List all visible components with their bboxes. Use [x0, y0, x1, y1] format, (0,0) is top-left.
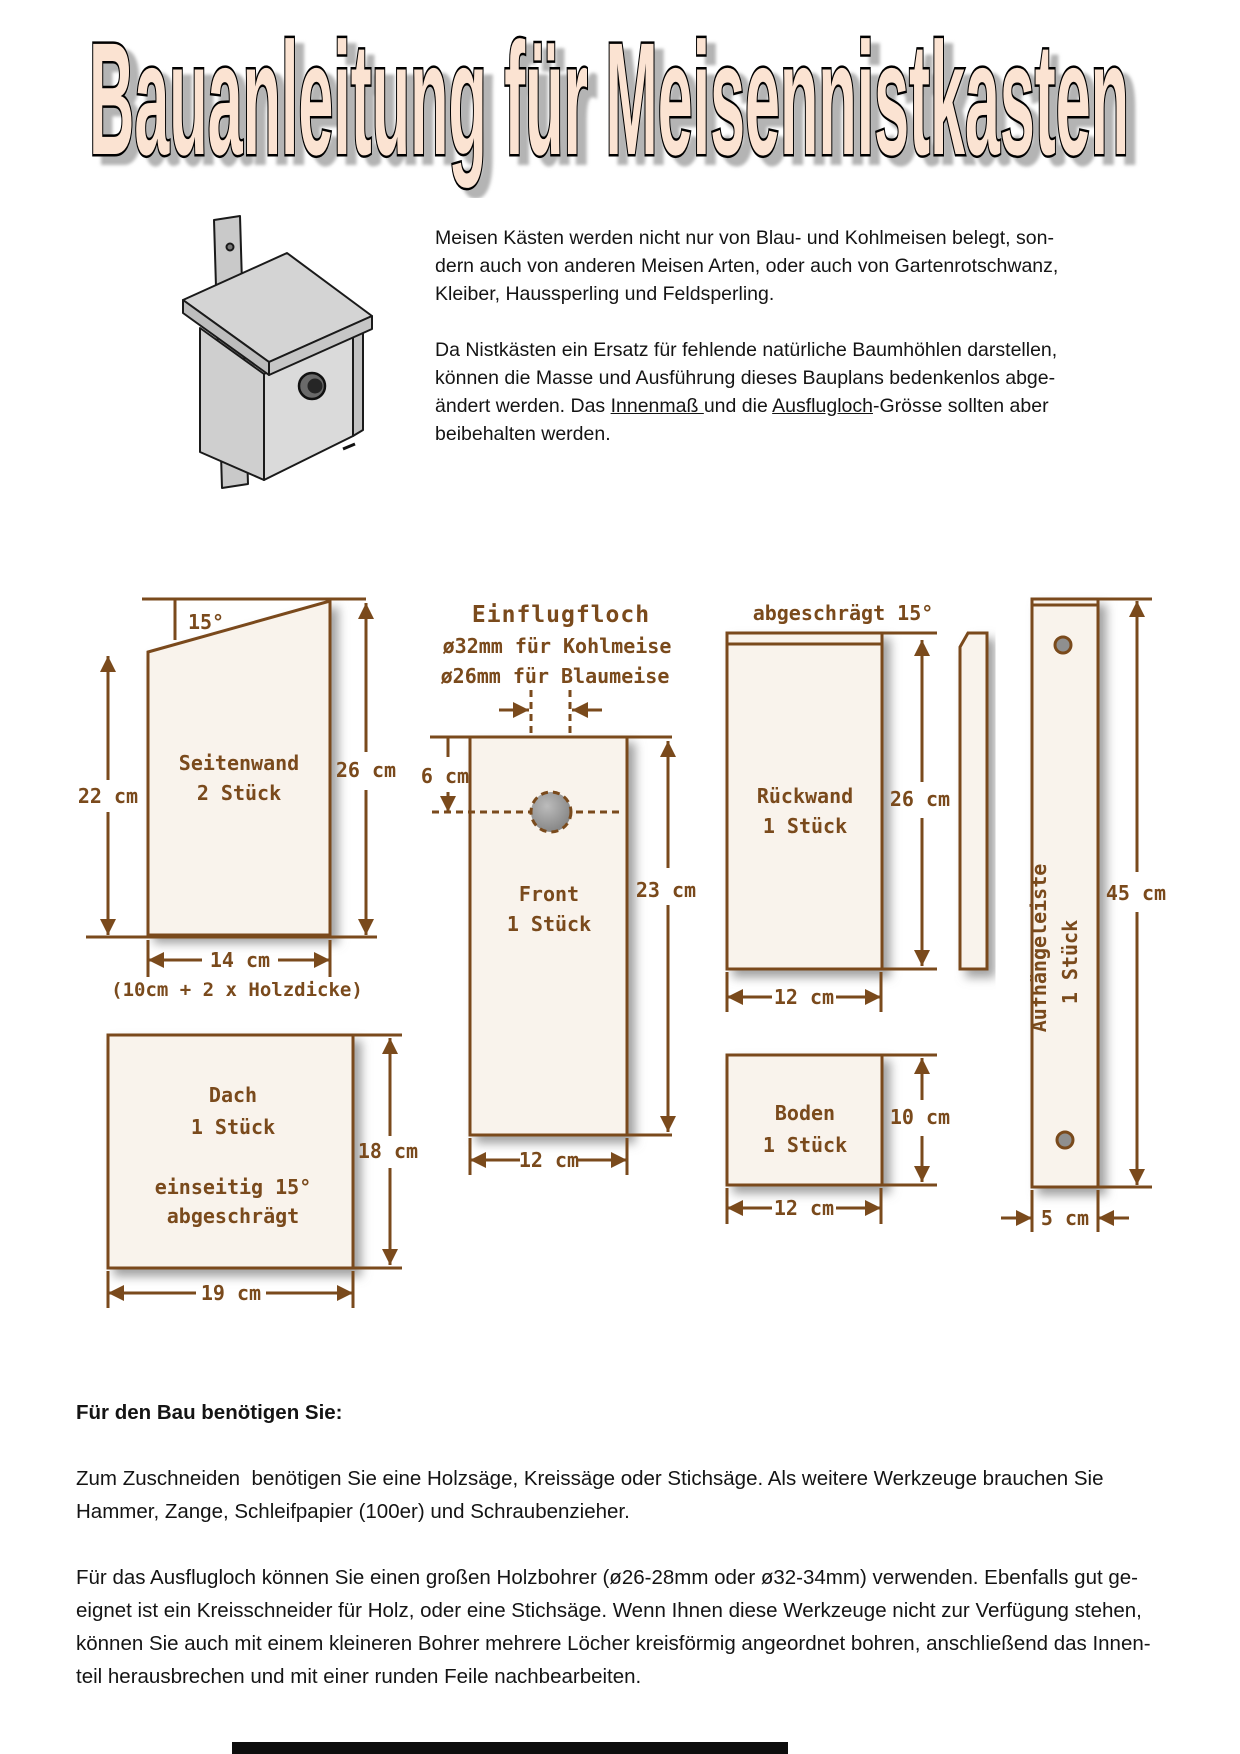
intro-segment: ändert werden. Das — [435, 395, 611, 417]
front-count: 1 Stück — [507, 912, 591, 936]
dach-diagram: Dach 1 Stück einseitig 15° abgeschrägt 1… — [106, 1033, 418, 1308]
tools-section: Für den Bau benötigen Sie: Zum Zuschneid… — [76, 1396, 1151, 1693]
boden-diagram: Boden 1 Stück 10 cm 12 cm — [725, 1053, 950, 1224]
rueckwand-count: 1 Stück — [763, 814, 847, 838]
rueckwand-panel — [725, 631, 884, 971]
intro-line-with-underlines: ändert werden. Das Innenmaß und die Ausf… — [435, 392, 1058, 420]
boden-dim-right: 10 cm — [890, 1105, 950, 1129]
birdhouse-latch — [342, 442, 356, 451]
intro-line: dern auch von anderen Meisen Arten, oder… — [435, 255, 1059, 277]
intro-line: Kleiber, Haussperling und Feldsperling. — [435, 283, 775, 305]
seitenwand-panel — [146, 599, 332, 937]
intro-segment: und die — [703, 395, 773, 417]
tools-line: teil herausbrechen und mit einer runden … — [76, 1665, 642, 1688]
footer-bar — [232, 1742, 788, 1754]
dach-panel — [106, 1033, 355, 1270]
einflugloch-kohlmeise: ø32mm für Kohlmeise — [443, 634, 672, 658]
tools-line: Zum Zuschneiden benötigen Sie eine Holzs… — [76, 1467, 1104, 1490]
aufhaengeleiste-panel — [1030, 597, 1100, 1189]
rueckwand-caption: abgeschrägt 15° — [753, 601, 934, 625]
dach-dim-right: 18 cm — [358, 1139, 418, 1163]
aufhaengeleiste-count: 1 Stück — [1058, 920, 1082, 1004]
seitenwand-angle-label: 15° — [188, 610, 224, 634]
dach-count: 1 Stück — [191, 1115, 275, 1139]
intro-line: Meisen Kästen werden nicht nur von Blau-… — [435, 227, 1054, 249]
front-dim-right: 23 cm — [636, 878, 696, 902]
front-dim-bottom: 12 cm — [519, 1148, 579, 1172]
page-title-shadow: Bauanleitung für Meisennistkasten — [98, 17, 1138, 196]
boden-dim-bottom: 12 cm — [774, 1196, 834, 1220]
intro-text: Meisen Kästen werden nicht nur von Blau-… — [435, 224, 1058, 448]
einflugloch-blaumeise: ø26mm für Blaumeise — [441, 664, 670, 688]
seitenwand-diagram: 15° 22 cm 26 cm 14 cm (10cm + 2 x Holzdi… — [78, 597, 396, 1001]
aufhaengeleiste-dim-bottom: 5 cm — [1041, 1206, 1089, 1230]
front-entrance-hole — [529, 790, 573, 834]
aufhaengeleiste-label: Aufhängeleiste — [1027, 864, 1051, 1033]
tools-line: eignet ist ein Kreisschneider für Holz, … — [76, 1599, 1142, 1622]
seitenwand-label: Seitenwand — [179, 751, 299, 775]
rueckwand-dim-bottom: 12 cm — [774, 985, 834, 1009]
seitenwand-dim-right: 26 cm — [336, 758, 396, 782]
boden-panel — [725, 1053, 884, 1187]
rueckwand-side-strip — [958, 631, 989, 971]
einflugloch-title: Einflugfloch — [472, 602, 650, 628]
birdhouse-entrance-hole-inner — [307, 378, 323, 394]
aufhaengeleiste-hole-bottom — [1055, 1130, 1075, 1150]
tools-line: Hammer, Zange, Schleifpapier (100er) und… — [76, 1500, 630, 1523]
intro-line: Da Nistkästen ein Ersatz für fehlende na… — [435, 339, 1058, 361]
intro-line: können die Masse und Ausführung dieses B… — [435, 367, 1056, 389]
boden-label: Boden — [775, 1101, 835, 1125]
front-label: Front — [519, 882, 579, 906]
tools-line: Für das Ausflugloch können Sie einen gro… — [76, 1566, 1138, 1589]
birdhouse-roof-edge-right — [268, 315, 373, 376]
dach-dim-bottom: 19 cm — [201, 1281, 261, 1305]
rueckwand-dim-right: 26 cm — [890, 787, 950, 811]
seitenwand-count: 2 Stück — [197, 781, 281, 805]
dach-note-1: einseitig 15° — [155, 1175, 312, 1199]
dach-label: Dach — [209, 1083, 257, 1107]
birdhouse-corner-edge — [352, 326, 364, 437]
parts-diagrams: 15° 22 cm 26 cm 14 cm (10cm + 2 x Holzdi… — [78, 597, 1166, 1308]
intro-segment: -Grösse sollten aber — [872, 395, 1049, 417]
seitenwand-dim-bottom: 14 cm — [210, 948, 270, 972]
aufhaengeleiste-diagram: Aufhängeleiste 1 Stück 45 cm 5 cm — [1001, 597, 1166, 1232]
intro-line: beibehalten werden. — [435, 423, 611, 445]
innenmass-underlined: Innenmaß — [610, 395, 704, 417]
page-title-art: Bauanleitung für Meisennistkasten Bauanl… — [87, 8, 1142, 198]
aufhaengeleiste-dim-right: 45 cm — [1106, 881, 1166, 905]
birdhouse-strip-hole — [225, 242, 235, 252]
page-title: Bauanleitung für Meisennistkasten — [89, 9, 1129, 188]
front-diagram: Einflugfloch ø32mm für Kohlmeise ø26mm f… — [421, 602, 696, 1175]
ausflugloch-underlined: Ausflugloch — [772, 395, 873, 417]
seitenwand-dim-left: 22 cm — [78, 784, 138, 808]
seitenwand-dim-note: (10cm + 2 x Holzdicke) — [111, 979, 363, 1001]
dach-note-2: abgeschrägt — [167, 1204, 299, 1228]
birdhouse-isometric-drawing — [182, 215, 373, 489]
aufhaengeleiste-hole-top — [1053, 635, 1073, 655]
front-dim-top: 6 cm — [421, 764, 469, 788]
tools-heading: Für den Bau benötigen Sie: — [76, 1401, 343, 1424]
rueckwand-label: Rückwand — [757, 784, 853, 808]
rueckwand-diagram: abgeschrägt 15° Rückwand 1 Stück 26 cm 1… — [725, 601, 989, 1012]
tools-line: können Sie auch mit einem kleineren Bohr… — [76, 1632, 1151, 1655]
boden-count: 1 Stück — [763, 1133, 847, 1157]
